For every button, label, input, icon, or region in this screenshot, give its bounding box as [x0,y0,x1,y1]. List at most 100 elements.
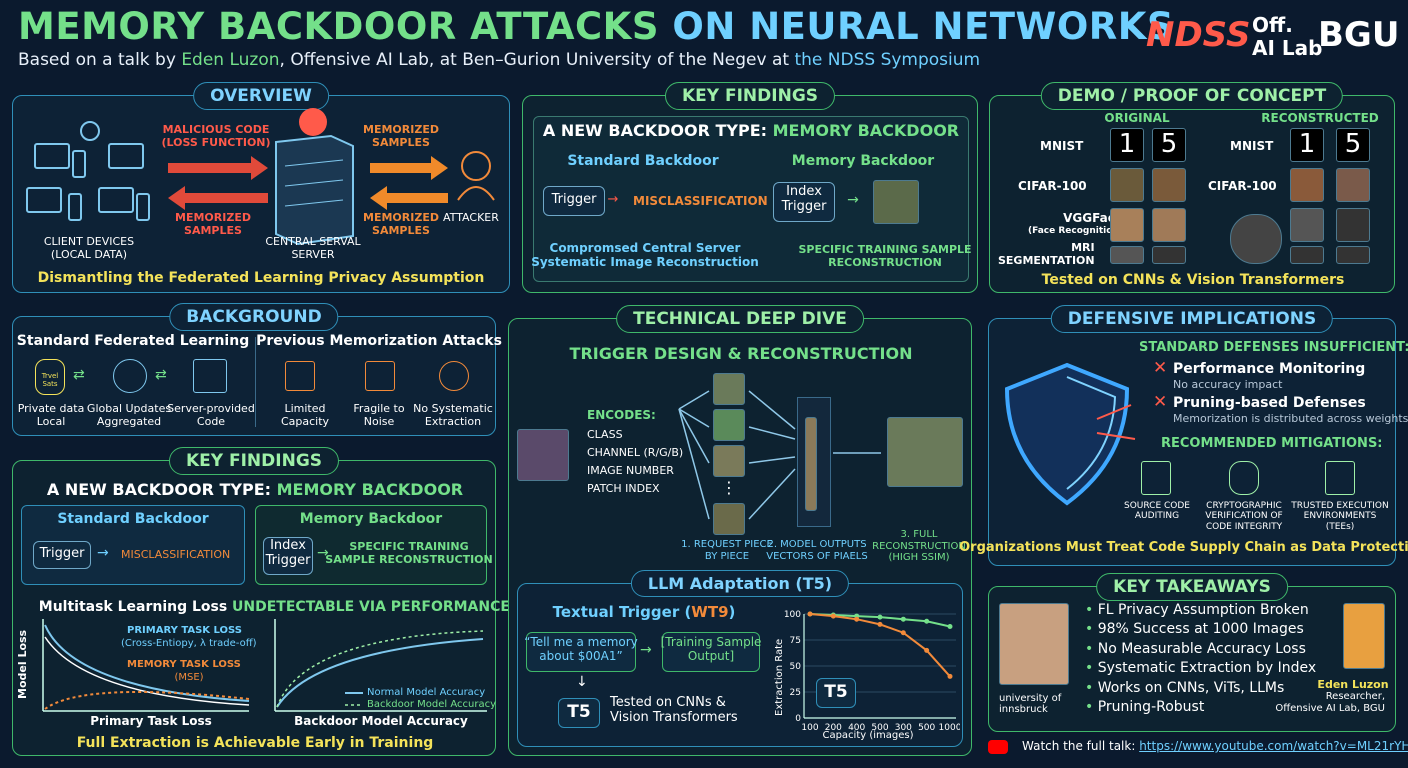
step-2-line2: VECTORS OF PIAELS [766,550,868,562]
step-2-line1: 2. MODEL OUTPUTS [767,539,867,550]
kf1-trigger2: Trigger [781,198,827,214]
output-vector [805,417,817,511]
takeaway-item: • FL Privacy Assumption Broken [1085,602,1309,618]
step-3-line1: 3. FULL [900,529,938,540]
sync-arrow-2: ⇄ [155,367,167,383]
down-arrow: ↓ [576,674,588,690]
subtitle-b: , Offensive AI Lab, at Ben–Gurion Univer… [279,50,795,70]
mnist-label-2: MNIST [1230,139,1274,153]
y-tick-label: 75 [790,636,801,646]
sync-arrow: ⇄ [73,367,85,383]
attacker-label: ATTACKER [443,211,499,224]
overview-panel: OVERVIEW MALICIOUS CODE(LOSS FUNCTION) M… [12,82,510,293]
kf1-misclass: MISCLASSIFICATION [633,194,768,208]
output-line2: Output] [687,648,735,663]
extraction-series [807,611,953,679]
mitigation-3-line1: TRUSTED EXECUTION [1291,501,1389,511]
takeaway-text: Works on CNNs, ViTs, LLMs [1097,679,1285,696]
attacker-icon [461,151,491,181]
mri-reconstructed-2 [1336,208,1370,242]
client-monitor [26,187,62,213]
insufficient-label: STANDARD DEFENSES INSUFFICIENT: [1139,340,1408,355]
speaker-role-line2: Offensive AI Lab, BGU [1275,702,1385,714]
standard-fl-label: Standard Federated Learning [16,333,250,349]
cifar-original [1110,168,1144,202]
server-stack-icon [193,359,227,393]
memorized-line1: MEMORIZED [175,211,251,224]
legend-normal: Normal Model Accuracy [367,687,486,698]
perf-monitoring: Performance Monitoring [1173,361,1366,377]
key-findings-bottom-title: KEY FINDINGS [168,447,340,475]
step-3-line2: RECONSTRUCTION [872,540,966,552]
kf1-comp2: Systematic Image Reconstruction [531,254,759,269]
chip-lock-icon [1325,461,1355,495]
primary-loss-curve-2 [44,636,250,706]
normal-accuracy-curve [276,638,484,708]
clients-line1: CLIENT DEVICES [43,235,135,248]
bg-item-2-line2: Aggregated [96,414,162,428]
cifar-label: CIFAR-100 [1018,179,1087,193]
samples-line3: SAMPLES [372,223,430,237]
watch-line: Watch the full talk: https://www.youtube… [1022,739,1408,754]
kf2-trigger: Trigger [39,546,85,561]
devil-icon [299,108,327,136]
bgu-logo: BGU [1318,15,1400,55]
speaker-photo [999,603,1069,685]
arrow-left-red [168,186,268,210]
x-icon: ✕ [1153,392,1168,412]
llm-arrow: → [640,642,652,658]
speaker-name-card: Eden Luzon [1317,678,1389,691]
enc-channel: CHANNEL (R/G/B) [587,446,684,459]
samples-line2: SAMPLES [372,135,430,149]
demo-panel: DEMO / PROOF OF CONCEPT ORIGINAL RECONST… [989,82,1395,293]
kf1-comp1: Compromsed Central Server [549,241,741,255]
background-title: BACKGROUND [169,303,339,331]
mri-reconstructed [1152,246,1186,264]
x-tick-label: 200 [825,723,842,733]
tdd-subtitle: TRIGGER DESIGN & RECONSTRUCTION [569,344,913,363]
y-tick-label: 100 [784,610,801,620]
bg-item-4-line2: Capacity [280,414,330,428]
full-reconstruction-image [887,417,963,487]
demo-footer: Tested on CNNs & Vision Transformers [1041,272,1345,288]
bg-item-3-line1: Server-provided [167,402,255,415]
mitigation-2-line1: CRYPTOGRAPHIC [1206,501,1282,511]
prompt-box [526,632,636,672]
x-tick-label: 100 [801,723,818,733]
kf1-specific-line1: SPECIFIC TRAINING SAMPLE [798,243,972,256]
mri-original-2 [1290,208,1324,242]
overview-title: OVERVIEW [193,82,329,110]
takeaway-item: • 98% Success at 1000 Images [1085,621,1304,638]
takeaway-item: • Pruning-Robust [1085,699,1205,716]
enc-patch-index: PATCH INDEX [587,482,660,495]
ext-y-label: Extraction Rate [774,638,785,716]
takeaway-item: • No Measurable Accuracy Loss [1085,640,1306,657]
mse-label: (MSE) [174,672,204,683]
speaker-role: Researcher,Offensive AI Lab, BGU [1275,691,1385,714]
kf2-index: Index [270,538,306,553]
divider [255,337,256,427]
mitigation-1-line2: AUDITING [1134,511,1180,522]
subtitle: Based on a talk by Eden Luzon, Offensive… [18,50,980,71]
primary-loss-sub: (Cross-Entiopy, λ trade-off) [121,638,257,649]
speaker-role-line1: Researcher, [1325,691,1385,702]
kf2-arrow2: → [317,545,329,561]
kf1-headline-a: A NEW BACKDOOR TYPE: [542,121,773,140]
step-1-line2: BY PIECE [704,550,750,562]
enc-class: CLASS [587,428,623,441]
takeaway-text: Systematic Extraction by Index [1097,660,1317,677]
kf1-arrow2: → [847,192,859,208]
mitigation-1-line1: SOURCE CODE [1123,501,1191,511]
data-point [807,611,813,617]
clients-line2: (LOCAL DATA) [50,247,128,261]
talk-link[interactable]: https://www.youtube.com/watch?v=ML21rYHQ… [1139,739,1408,753]
trigger-pattern-image [517,429,569,481]
vgg-reconstructed [1152,208,1186,242]
kf1-arrow: → [607,192,619,207]
output-box [662,632,760,672]
x-tick-label: 300 [895,723,912,733]
